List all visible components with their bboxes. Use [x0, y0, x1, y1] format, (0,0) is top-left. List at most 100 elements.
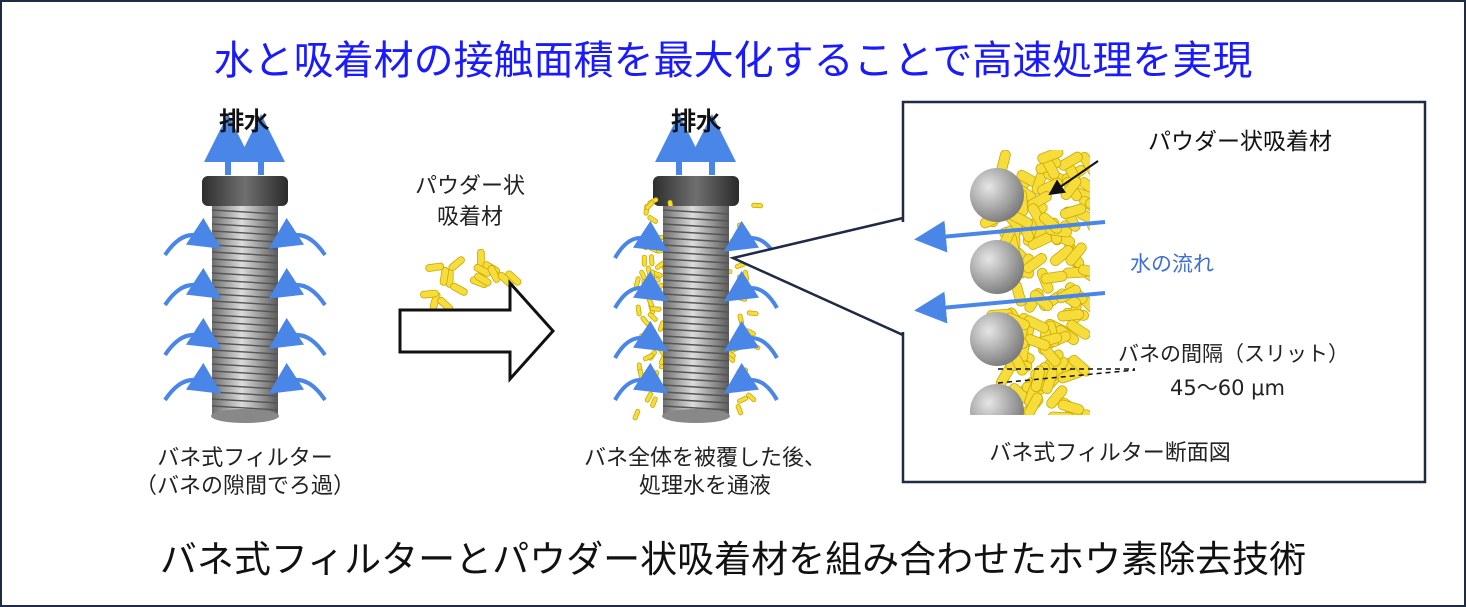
adsorbent-particle [640, 315, 650, 327]
adsorbent-particle [729, 344, 742, 353]
coated-inflow-arrows [613, 220, 779, 402]
left-inflow-arrows [163, 217, 327, 402]
water-flow-arrow-2 [914, 291, 1106, 324]
adsorbent-pointer [1048, 160, 1099, 196]
coil-winding [211, 356, 279, 362]
adsorbent-particle [1065, 242, 1087, 266]
coil-winding [662, 258, 730, 264]
adsorbent-particle [1049, 245, 1074, 266]
left-coil-windings [211, 209, 279, 411]
diagram-title: 水と吸着材の接触面積を最大化することで高速処理を実現 [214, 38, 1253, 84]
coil-winding [662, 321, 730, 327]
coated-spring-filter: 排水 バネ全体を被覆した後、 処理水を通液 [584, 107, 826, 499]
adsorbent-particle [439, 267, 450, 286]
water-flow-label: 水の流れ [1130, 252, 1214, 276]
adsorbent-particle [450, 282, 468, 296]
coil-winding [662, 244, 730, 250]
coil-winding [211, 237, 279, 243]
coil-winding [211, 321, 279, 327]
adsorbent-particle [751, 202, 764, 209]
coil-winding [662, 272, 730, 278]
coil-winding [211, 272, 279, 278]
adsorbent-particle [1037, 150, 1064, 164]
adsorbent-particle [420, 289, 439, 299]
gap-value: 45〜60 μm [1170, 376, 1285, 400]
adsorbent-particle [425, 262, 445, 272]
coil-winding [211, 349, 279, 355]
water-flow-arrow-1 [914, 220, 1106, 253]
coil-winding [662, 349, 730, 355]
coil-winding [662, 209, 730, 215]
left-caption-line1: バネ式フィルター [157, 446, 333, 471]
adsorbent-particle [474, 272, 492, 287]
coil-winding [211, 314, 279, 320]
coil-winding [662, 230, 730, 236]
adsorbent-particle [635, 304, 642, 317]
coil-winding [211, 342, 279, 348]
adsorbent-particle [736, 395, 749, 404]
adsorbent-particle [648, 254, 655, 267]
process-arrow [398, 279, 556, 383]
adsorbent-particle [1023, 315, 1050, 334]
powder-label-line2: 吸着材 [437, 205, 503, 230]
coil-winding [211, 286, 279, 292]
coil-winding [211, 307, 279, 313]
coil-winding [662, 342, 730, 348]
adsorbent-particle [749, 341, 761, 351]
adsorbent-particle [649, 306, 662, 312]
left-spring-filter: 排水 バネ式フィルター （バネの隙間でろ過） [135, 107, 355, 499]
coil-winding [662, 237, 730, 243]
adsorbent-particle [1085, 198, 1090, 216]
cross-section-panel [901, 100, 1427, 484]
adsorbent-particle [1022, 253, 1047, 274]
adsorbent-particle [644, 200, 655, 211]
coil-winding [211, 209, 279, 215]
adsorbent-particle [448, 256, 465, 272]
adsorbent-particle [1066, 319, 1090, 340]
adsorbent-particle [1047, 411, 1075, 415]
coated-drain-label: 排水 [671, 107, 722, 136]
coil-winding [211, 244, 279, 250]
coil-winding [662, 391, 730, 397]
coil-winding [662, 279, 730, 285]
coil-winding [211, 377, 279, 383]
adsorbent-particle [735, 403, 744, 416]
adsorbent-particle [1057, 399, 1084, 415]
adsorbent-particle [736, 222, 744, 235]
coil-winding [662, 370, 730, 376]
coil-winding [662, 251, 730, 257]
coated-caption-line1: バネ全体を被覆した後、 [584, 446, 826, 471]
adsorbent-label: パウダー状吸着材 [1148, 129, 1332, 155]
adsorbent-particle [641, 254, 647, 267]
coil-winding [211, 216, 279, 222]
adsorbent-particle [1024, 333, 1051, 351]
coil-winding [662, 216, 730, 222]
coil-winding [662, 377, 730, 383]
coil-winding [662, 293, 730, 299]
powder-particles [420, 248, 522, 313]
coil-winding [211, 279, 279, 285]
coil-winding [211, 293, 279, 299]
coil-winding [211, 335, 279, 341]
adsorbent-particle [1058, 151, 1083, 171]
coil-winding [211, 230, 279, 236]
coil-winding [211, 258, 279, 264]
spring-wire-1 [970, 168, 1024, 222]
coil-winding [211, 370, 279, 376]
coil-winding [211, 300, 279, 306]
adsorbent-particle [735, 294, 748, 302]
adsorbent-particle [1024, 392, 1043, 415]
cross-section-content: パウダー状吸着材 水の流れ バネの間隔（スリット） 45〜60 μm バネ式フィ… [914, 129, 1349, 466]
left-caption-line2: （バネの隙間でろ過） [135, 474, 355, 499]
coated-caption-line2: 処理水を通液 [639, 474, 771, 499]
coated-coil-windings [662, 209, 730, 411]
adsorbent-particle [632, 408, 641, 421]
coil-winding [662, 356, 730, 362]
coil-winding [211, 223, 279, 229]
coil-winding [662, 363, 730, 369]
adsorbent-particle [642, 353, 654, 362]
coil-winding [211, 405, 279, 411]
adsorbent-particle [746, 310, 759, 317]
adsorbent-particle [647, 312, 658, 322]
